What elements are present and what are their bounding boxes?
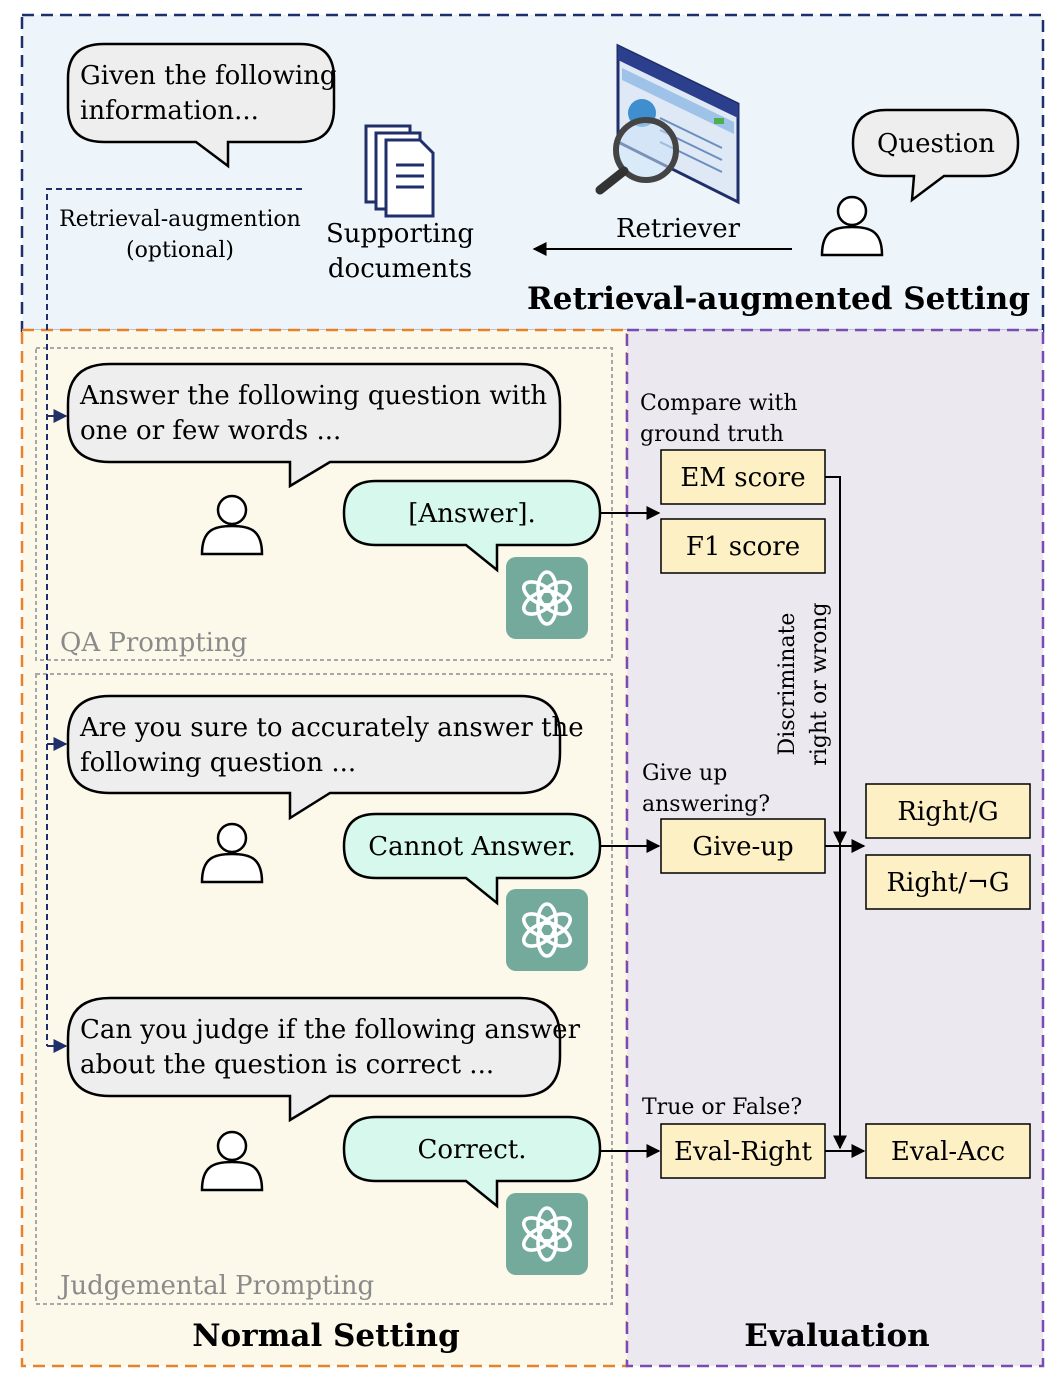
em-score-box <box>660 449 826 505</box>
judge-user-bubble: Can you judge if the following answer ab… <box>66 996 581 1123</box>
docs-label-line1: Supporting <box>326 219 474 249</box>
giveup-box <box>660 818 826 874</box>
documents-icon <box>364 124 435 218</box>
retrieval-section-title: Retrieval-augmented Setting <box>527 281 1030 317</box>
giveup-user-bubble: Are you sure to accurately answer the fo… <box>66 694 584 821</box>
evaluation-title: Evaluation <box>744 1318 929 1354</box>
eval-acc-text: Eval-Acc <box>891 1137 1005 1167</box>
em-down-line <box>825 476 841 1146</box>
judgemental-prompting-label: Judgemental Prompting <box>57 1271 374 1301</box>
augment-label-line2: (optional) <box>126 238 234 263</box>
right-not-g-text: Right/¬G <box>886 868 1009 898</box>
f1-score-box <box>660 518 826 574</box>
discriminate-line1: Discriminate <box>775 613 800 756</box>
giveup-question-line1: Give up <box>642 761 727 786</box>
qa-user-bubble: Answer the following question with one o… <box>66 362 562 489</box>
giveup-reply-bubble: Cannot Answer. <box>342 812 602 906</box>
compare-label-line2: ground truth <box>640 422 784 447</box>
qa-reply-bubble: [Answer]. <box>342 479 602 573</box>
qa-gpt-logo <box>504 555 590 641</box>
giveup-user-line1: Are you sure to accurately answer the <box>79 713 584 743</box>
qa-user-line2: one or few words ... <box>80 416 341 446</box>
qa-user-line1: Answer the following question with <box>79 381 547 411</box>
judgemental-prompting-frame <box>35 673 613 1305</box>
augment-dashed-path <box>46 188 302 1046</box>
giveup-box-text: Give-up <box>692 832 793 862</box>
em-score-text: EM score <box>680 463 805 493</box>
giveup-reply-text: Cannot Answer. <box>368 832 576 862</box>
giveup-question-line2: answering? <box>642 792 770 817</box>
normal-setting-title: Normal Setting <box>192 1318 460 1354</box>
judge-user-line2: about the question is correct ... <box>80 1050 494 1080</box>
judge-user-line1: Can you judge if the following answer <box>80 1015 581 1045</box>
qa-prompting-label: QA Prompting <box>60 628 247 658</box>
question-bubble: Question <box>851 108 1020 203</box>
discriminate-line2: right or wrong <box>807 602 832 765</box>
compare-label-line1: Compare with <box>640 391 798 416</box>
judge-reply-text: Correct. <box>417 1135 526 1165</box>
true-false-question: True or False? <box>642 1095 802 1120</box>
docs-label-line2: documents <box>328 254 472 284</box>
given-info-line2: information... <box>80 96 259 126</box>
qa-prompting-frame <box>35 347 613 661</box>
given-info-bubble: Given the following information... <box>66 42 337 169</box>
augment-label-line1: Retrieval-augmention <box>59 207 301 232</box>
f1-score-text: F1 score <box>686 532 800 562</box>
judge-gpt-logo <box>504 1191 590 1277</box>
eval-right-text: Eval-Right <box>674 1137 813 1167</box>
qa-reply-text: [Answer]. <box>408 499 536 529</box>
giveup-gpt-logo <box>504 887 590 973</box>
right-g-text: Right/G <box>897 797 998 827</box>
retriever-label: Retriever <box>616 214 741 244</box>
giveup-user-line2: following question ... <box>80 748 356 778</box>
right-not-g-box <box>865 854 1031 910</box>
judge-reply-bubble: Correct. <box>342 1115 602 1209</box>
eval-acc-box <box>865 1123 1031 1179</box>
given-info-line1: Given the following <box>80 61 337 91</box>
retriever-icon <box>595 43 740 205</box>
right-g-box <box>865 783 1031 839</box>
question-bubble-text: Question <box>877 129 995 159</box>
